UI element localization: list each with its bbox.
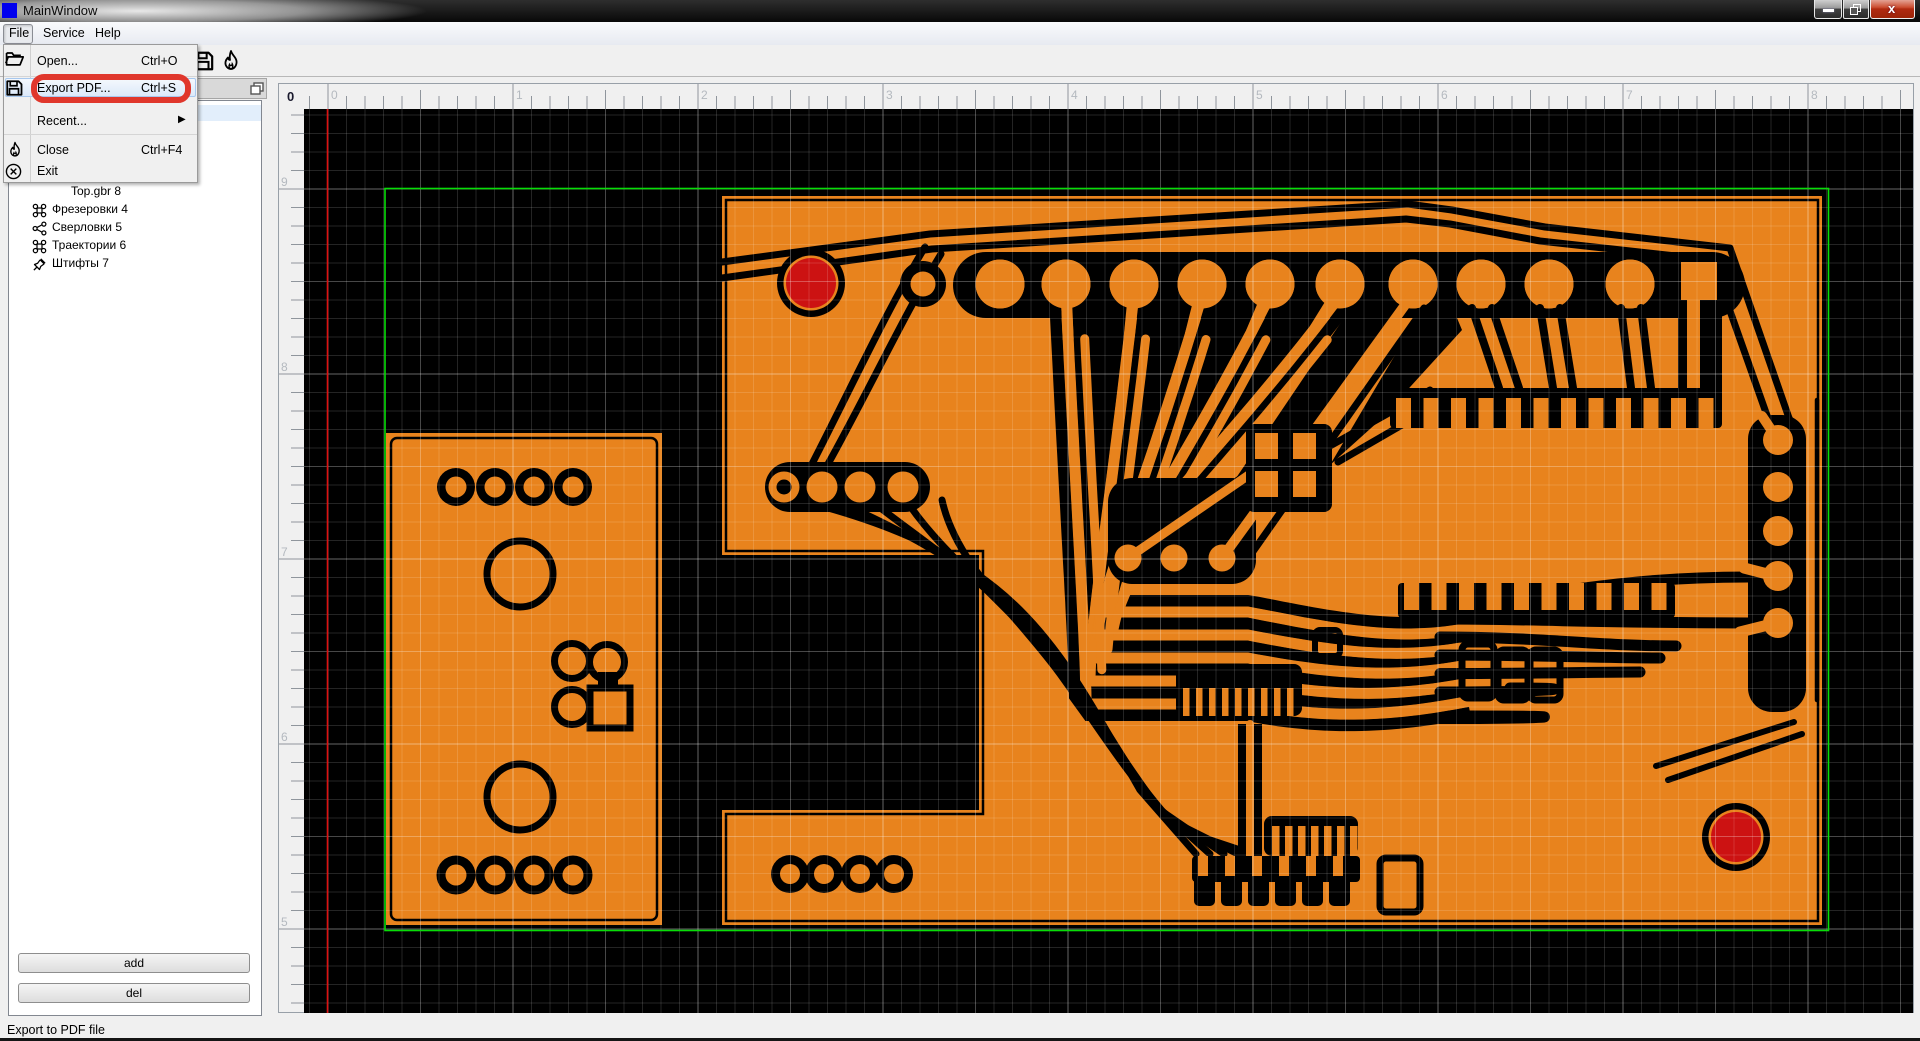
svg-text:5: 5	[281, 915, 288, 929]
svg-text:0: 0	[331, 88, 338, 102]
svg-text:2: 2	[701, 88, 708, 102]
svg-text:7: 7	[1626, 88, 1633, 102]
svg-text:5: 5	[1256, 88, 1263, 102]
svg-text:6: 6	[281, 730, 288, 744]
svg-text:8: 8	[281, 360, 288, 374]
svg-text:0: 0	[287, 89, 294, 104]
svg-text:9: 9	[281, 175, 288, 189]
svg-text:3: 3	[886, 88, 893, 102]
svg-text:1: 1	[516, 88, 523, 102]
svg-text:7: 7	[281, 545, 288, 559]
svg-text:6: 6	[1441, 88, 1448, 102]
svg-text:4: 4	[1071, 88, 1078, 102]
svg-text:8: 8	[1811, 88, 1818, 102]
